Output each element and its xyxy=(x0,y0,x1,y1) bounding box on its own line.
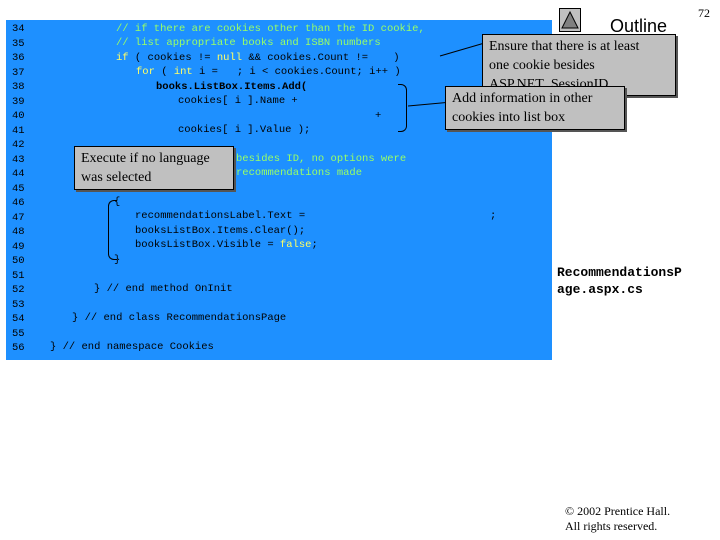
code-line-36: // list appropriate books and ISBN numbe… xyxy=(116,37,381,49)
line-number: 46 xyxy=(12,197,25,209)
code-text: booksListBox.Visible = xyxy=(135,239,280,251)
code-line-47: { xyxy=(114,196,121,208)
code-line-35: // if there are cookies other than the I… xyxy=(116,23,425,35)
brace-left xyxy=(108,200,117,260)
line-number: 52 xyxy=(12,284,25,296)
line-number: 36 xyxy=(12,52,25,64)
triangle-up-icon xyxy=(561,10,579,29)
code-line-49: booksListBox.Items.Clear(); xyxy=(135,225,306,237)
callout-ensure-cookie: Ensure that there is at least one cookie… xyxy=(482,34,676,96)
code-line-50: booksListBox.Visible = false; xyxy=(135,238,318,253)
code-line-45: recommendations made xyxy=(236,167,363,179)
callout-text: Execute if no language xyxy=(81,151,210,166)
code-text: && cookies.Count != ) xyxy=(242,52,400,64)
code-line-44: besides ID, no options were xyxy=(236,153,407,165)
filename-line: age.aspx.cs xyxy=(557,282,643,297)
line-numbers: 34 35 36 37 38 39 40 41 42 43 44 45 46 47 48 49 50 51 52 53… xyxy=(12,22,25,356)
arrow-line-2 xyxy=(407,101,453,107)
code-text: ( cookies != xyxy=(128,52,217,64)
code-line-48-end: ; xyxy=(490,210,497,222)
filename-line: RecommendationsP xyxy=(557,265,682,280)
code-text: ; xyxy=(311,239,318,251)
callout-text: was selected xyxy=(81,170,152,185)
line-number: 45 xyxy=(12,182,25,195)
code-panel xyxy=(6,20,552,360)
line-number: 42 xyxy=(12,139,25,151)
code-line-39: books.ListBox.Items.Add( xyxy=(156,81,308,93)
line-number: 44 xyxy=(12,168,25,180)
line-number: 41 xyxy=(12,124,25,137)
callout-text: one cookie besides xyxy=(489,58,595,73)
code-line-42: cookies[ i ].Value ); xyxy=(178,124,311,136)
line-number: 53 xyxy=(12,298,25,311)
line-number: 43 xyxy=(12,153,25,166)
line-number: 34 xyxy=(12,23,25,35)
line-number: 39 xyxy=(12,95,25,108)
line-number: 37 xyxy=(12,66,25,79)
callout-execute-no-language: Execute if no language was selected xyxy=(74,146,234,190)
keyword-null: null xyxy=(216,52,243,64)
code-line-56: } // end namespace Cookies xyxy=(50,341,214,353)
line-number: 47 xyxy=(12,211,25,224)
copyright-line: © 2002 Prentice Hall. xyxy=(565,504,671,518)
filename-label: RecommendationsP age.aspx.cs xyxy=(557,264,682,298)
code-text: } // end method OnInit xyxy=(94,283,233,295)
copyright-line: All rights reserved. xyxy=(565,519,658,533)
copyright: © 2002 Prentice Hall. All rights reserve… xyxy=(565,504,670,534)
arrow-line-segment xyxy=(407,101,453,107)
triangle-shape xyxy=(561,10,579,29)
code-line-40: cookies[ i ].Name + xyxy=(178,95,298,107)
callout-text: cookies into list box xyxy=(452,110,566,125)
code-text: i = ; i < cookies.Count; i++ ) xyxy=(192,66,401,78)
code-line-41: + xyxy=(375,110,382,122)
code-line-48: recommendationsLabel.Text = xyxy=(135,210,306,222)
line-number: 51 xyxy=(12,269,25,282)
line-number: 49 xyxy=(12,240,25,253)
outline-nav-button[interactable] xyxy=(559,8,581,32)
keyword-if: if xyxy=(116,52,129,64)
code-line-37: if ( cookies != null && cookies.Count !=… xyxy=(116,51,400,66)
line-number: 38 xyxy=(12,81,25,93)
code-line-51: } xyxy=(114,254,121,266)
arrow-line xyxy=(439,41,489,57)
code-line-55: } // end class RecommendationsPage xyxy=(72,312,287,324)
line-number: 40 xyxy=(12,110,25,122)
line-number: 54 xyxy=(12,313,25,325)
callout-add-info: Add information in other cookies into li… xyxy=(445,86,625,130)
keyword-int: int xyxy=(173,66,193,78)
callout-text: Ensure that there is at least xyxy=(489,39,640,54)
line-number: 35 xyxy=(12,37,25,50)
line-number: 56 xyxy=(12,342,25,354)
keyword-false: false xyxy=(279,239,312,251)
line-number: 55 xyxy=(12,327,25,340)
arrow-line-segment xyxy=(439,41,489,57)
outline-title: Outline xyxy=(610,16,668,36)
line-number: 48 xyxy=(12,226,25,238)
line-number: 50 xyxy=(12,255,25,267)
code-line-53: } // end method OnInit xyxy=(94,282,233,297)
code-text: ( xyxy=(154,66,174,78)
callout-text: Add information in other xyxy=(452,91,593,106)
keyword-for: for xyxy=(136,66,155,78)
brace-right xyxy=(398,84,407,132)
code-line-38: for ( int i = ; i < cookies.Count; i++ ) xyxy=(136,65,401,80)
page-number: 72 xyxy=(698,6,710,20)
